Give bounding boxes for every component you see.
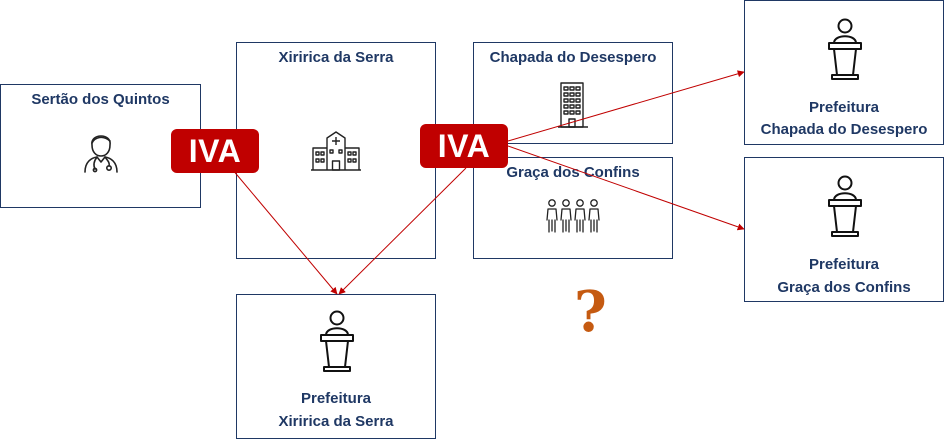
node-label: Graça dos Confins xyxy=(506,164,640,181)
node-prefeitura-graca: Prefeitura Graça dos Confins xyxy=(744,157,944,302)
node-sertao-dos-quintos: Sertão dos Quintos xyxy=(0,84,201,208)
hospital-icon xyxy=(311,131,361,171)
people-group-icon xyxy=(546,199,600,233)
node-label-line1: Prefeitura xyxy=(808,99,880,116)
arrow-iva-right-to-prefeitura-xiririca xyxy=(338,167,467,295)
node-label: Chapada do Desespero xyxy=(489,49,657,66)
arrow-iva-right-to-prefeitura-graca xyxy=(507,145,745,231)
iva-badge-right: IVA xyxy=(420,124,508,168)
node-prefeitura-chapada: Prefeitura Chapada do Desespero xyxy=(744,0,944,145)
doctor-icon xyxy=(84,135,118,173)
iva-badge-left: IVA xyxy=(171,129,259,173)
arrow-iva-left-to-prefeitura-xiririca xyxy=(231,168,338,295)
podium-speaker-icon xyxy=(828,175,862,237)
node-label: Xiririca da Serra xyxy=(278,49,394,66)
node-label-line1: Prefeitura xyxy=(808,256,880,273)
node-label-line2: Xiririca da Serra xyxy=(278,413,394,430)
podium-speaker-icon xyxy=(828,18,862,80)
node-label-line2: Graça dos Confins xyxy=(777,279,911,296)
node-graca-dos-confins: Graça dos Confins xyxy=(473,157,673,259)
node-label-line1: Prefeitura xyxy=(300,390,372,407)
office-building-icon xyxy=(558,82,588,128)
arrow-iva-right-to-prefeitura-chapada xyxy=(507,70,745,142)
podium-speaker-icon xyxy=(320,310,354,372)
node-prefeitura-xiririca: Prefeitura Xiririca da Serra xyxy=(236,294,436,439)
node-label: Sertão dos Quintos xyxy=(31,91,170,108)
node-label-line2: Chapada do Desespero xyxy=(760,121,928,138)
question-mark: ? xyxy=(574,279,607,345)
node-xiririca-da-serra: Xiririca da Serra xyxy=(236,42,436,259)
